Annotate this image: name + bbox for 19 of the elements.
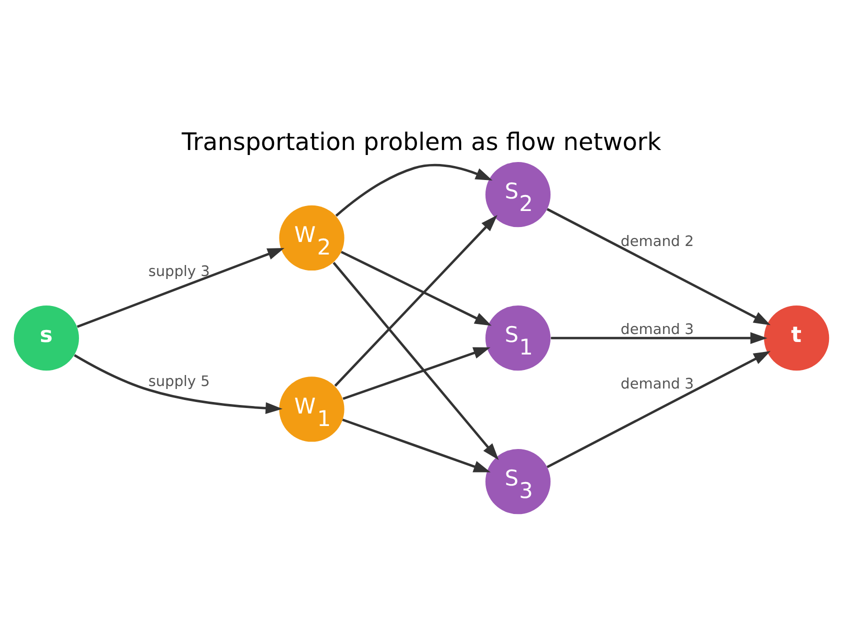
arrow: [334, 214, 498, 387]
node-circle: t: [764, 306, 830, 371]
edge-label: demand 2: [620, 234, 694, 250]
diagram-title: Transportation problem as flow network: [182, 128, 662, 156]
arrow: [342, 418, 491, 472]
arrow: [332, 262, 499, 460]
arrow: [546, 351, 771, 468]
arrow: [335, 164, 493, 217]
arrow: [340, 250, 492, 326]
arrow: [342, 347, 490, 400]
node-circle: s: [14, 306, 79, 371]
edge-label: supply 5: [148, 374, 210, 390]
arrow: [74, 354, 283, 414]
arrow: [76, 248, 284, 328]
edge-label: supply 3: [148, 264, 210, 280]
arrow: [546, 208, 771, 326]
edge-label: demand 3: [620, 322, 694, 338]
edge-label: demand 3: [620, 376, 694, 392]
arrow: [550, 332, 768, 344]
